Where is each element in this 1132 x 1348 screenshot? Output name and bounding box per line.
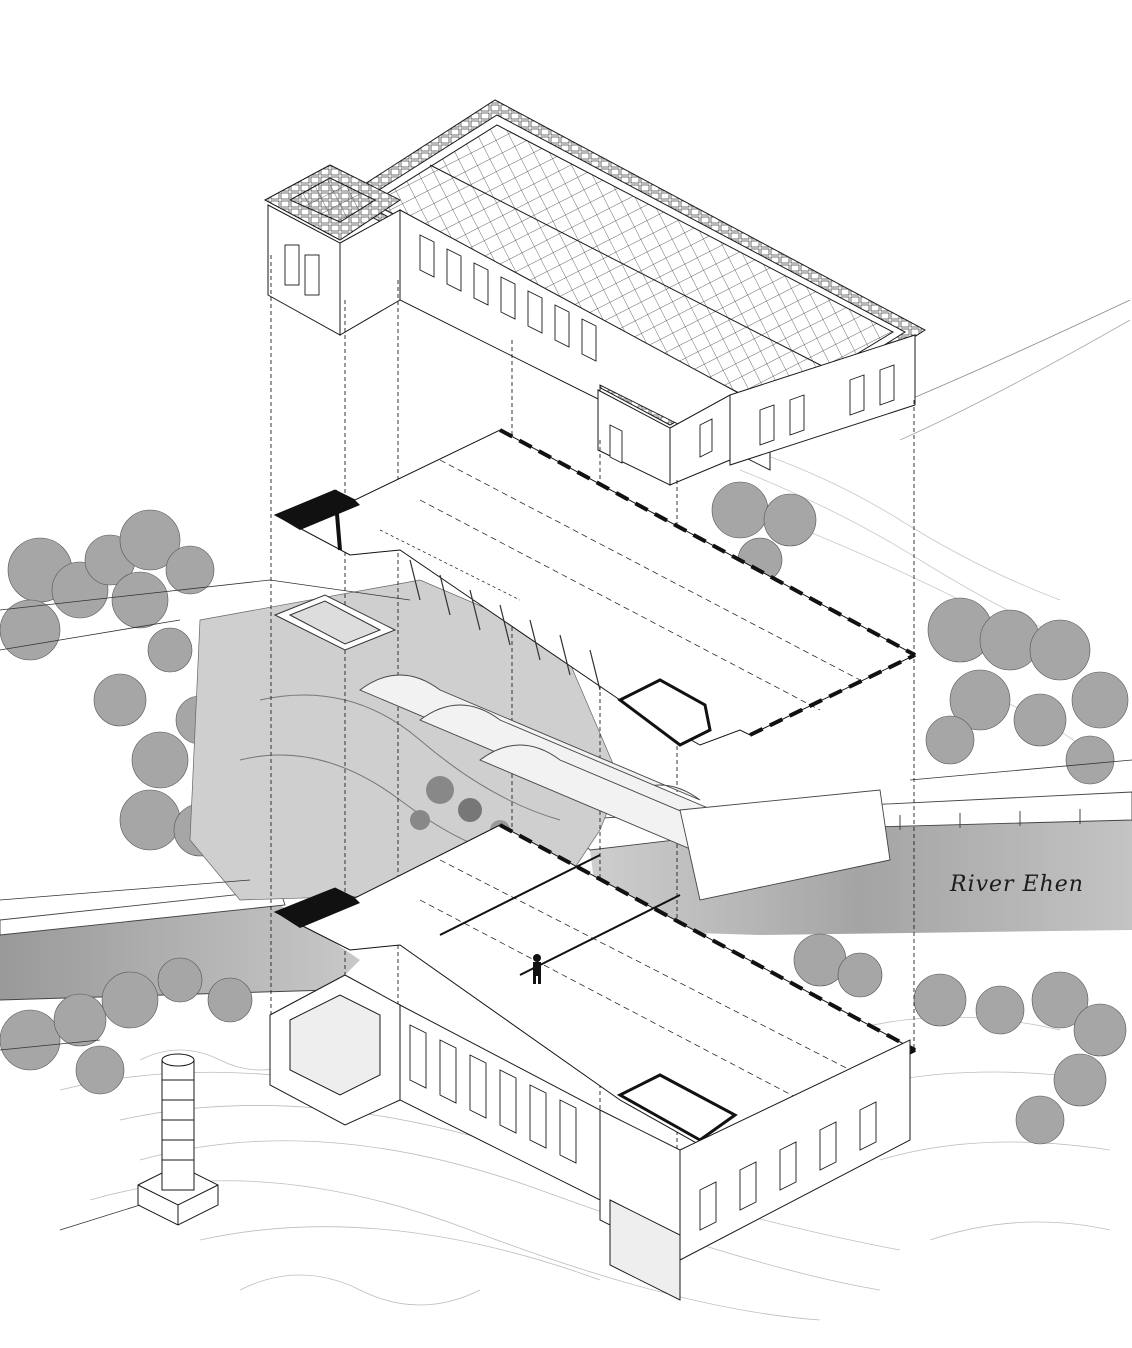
site-lines — [0, 579, 1132, 1231]
person-figure — [533, 954, 541, 984]
tree-cluster-left — [0, 509, 227, 857]
pool-plan — [273, 594, 397, 651]
roof-level-windows — [284, 234, 895, 464]
tree-cluster-lower-left — [0, 957, 253, 1095]
river-label: River Ehen — [950, 872, 1084, 897]
ground-building-arches — [409, 1024, 877, 1231]
first-floor-plan — [273, 428, 917, 747]
canopy-vaults — [359, 674, 891, 901]
roof-level — [263, 99, 926, 486]
tree-cluster-right-lower — [793, 933, 1127, 1145]
chimney-stack — [137, 1053, 219, 1226]
canopy-beams — [409, 559, 601, 691]
